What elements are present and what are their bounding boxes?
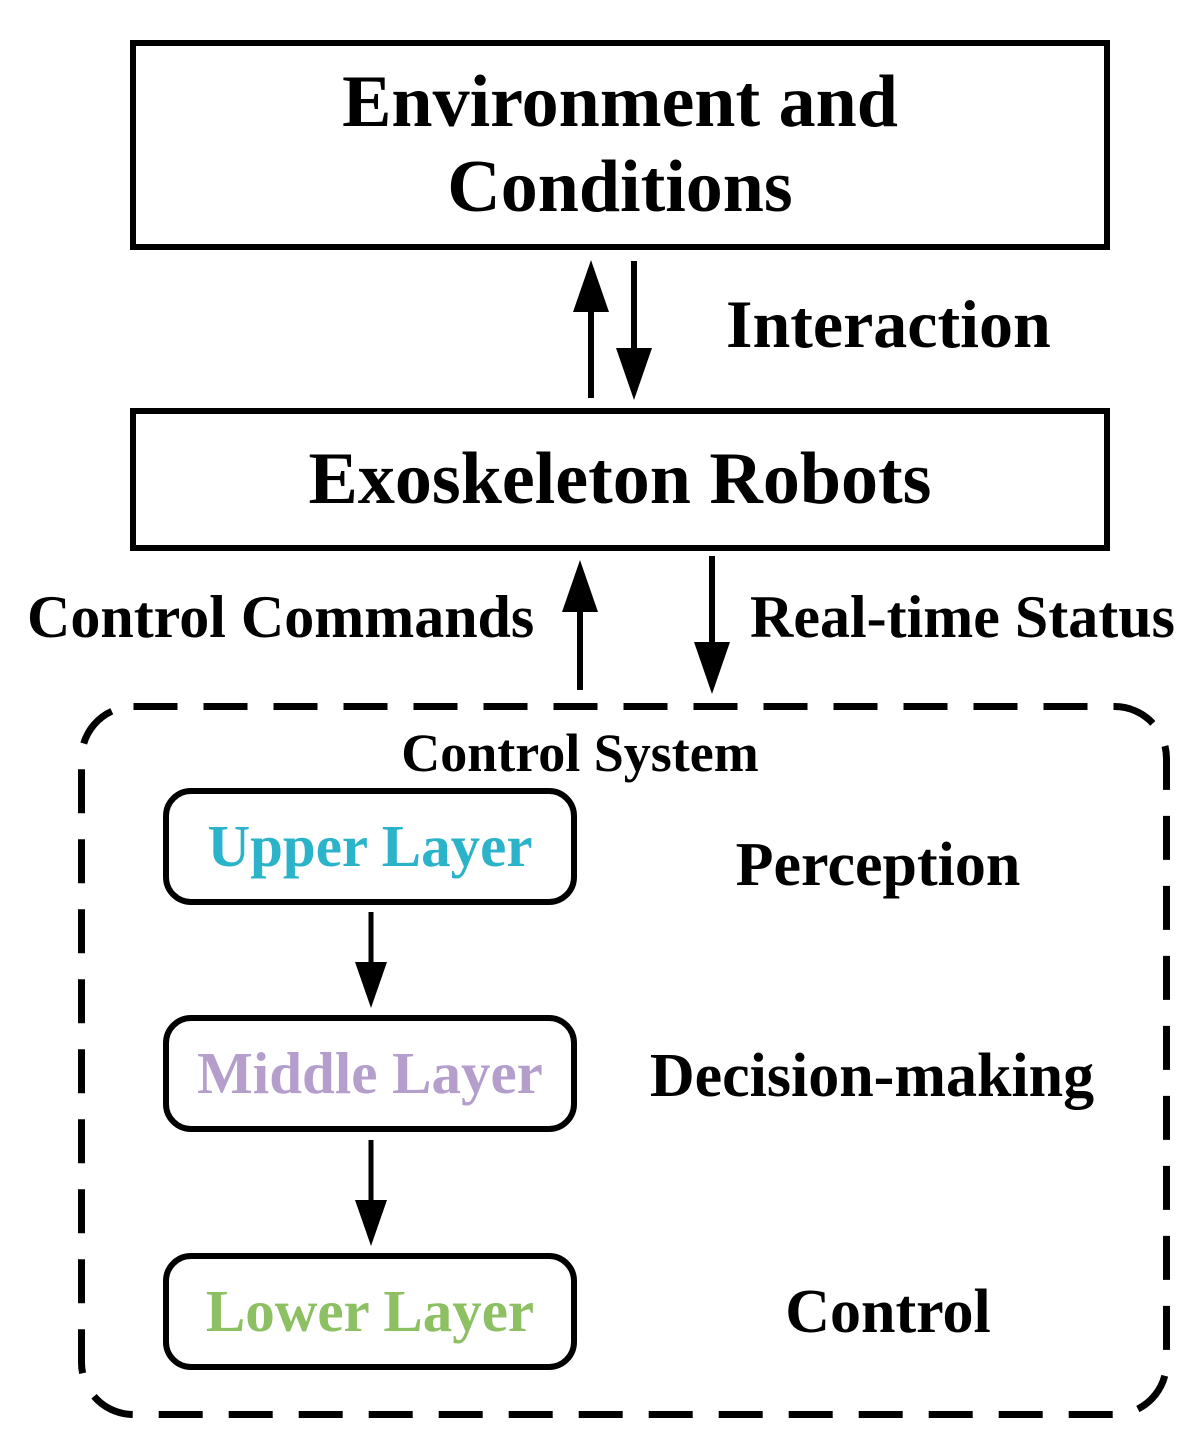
lower-layer-box: Lower Layer <box>163 1253 577 1370</box>
arrow-upper-to-middle-layer <box>355 912 387 1008</box>
environment-box: Environment and Conditions <box>130 40 1110 250</box>
upper-layer-label: Upper Layer <box>207 813 533 880</box>
realtime-status-label: Real-time Status <box>750 584 1175 650</box>
interaction-label: Interaction <box>726 286 1051 362</box>
control-system-title: Control System <box>401 723 759 783</box>
control-system-dashed-border <box>78 703 1170 1418</box>
middle-layer-label: Middle Layer <box>197 1040 543 1107</box>
arrow-down-environment-to-exoskeleton <box>616 261 652 400</box>
lower-layer-label: Lower Layer <box>205 1278 535 1345</box>
arrow-down-realtime-status <box>694 556 730 694</box>
exoskeleton-box: Exoskeleton Robots <box>130 408 1110 551</box>
decision-making-annotation: Decision-making <box>649 1042 1095 1110</box>
control-annotation: Control <box>785 1278 991 1346</box>
control-commands-label: Control Commands <box>27 584 535 650</box>
arrow-middle-to-lower-layer <box>355 1140 387 1246</box>
environment-box-label: Environment and Conditions <box>342 60 898 228</box>
perception-annotation: Perception <box>735 831 1021 899</box>
exoskeleton-box-label: Exoskeleton Robots <box>308 437 932 520</box>
arrow-up-control-commands <box>562 560 598 690</box>
upper-layer-box: Upper Layer <box>163 788 577 905</box>
middle-layer-box: Middle Layer <box>163 1015 577 1132</box>
arrow-up-exoskeleton-to-environment <box>573 260 609 398</box>
